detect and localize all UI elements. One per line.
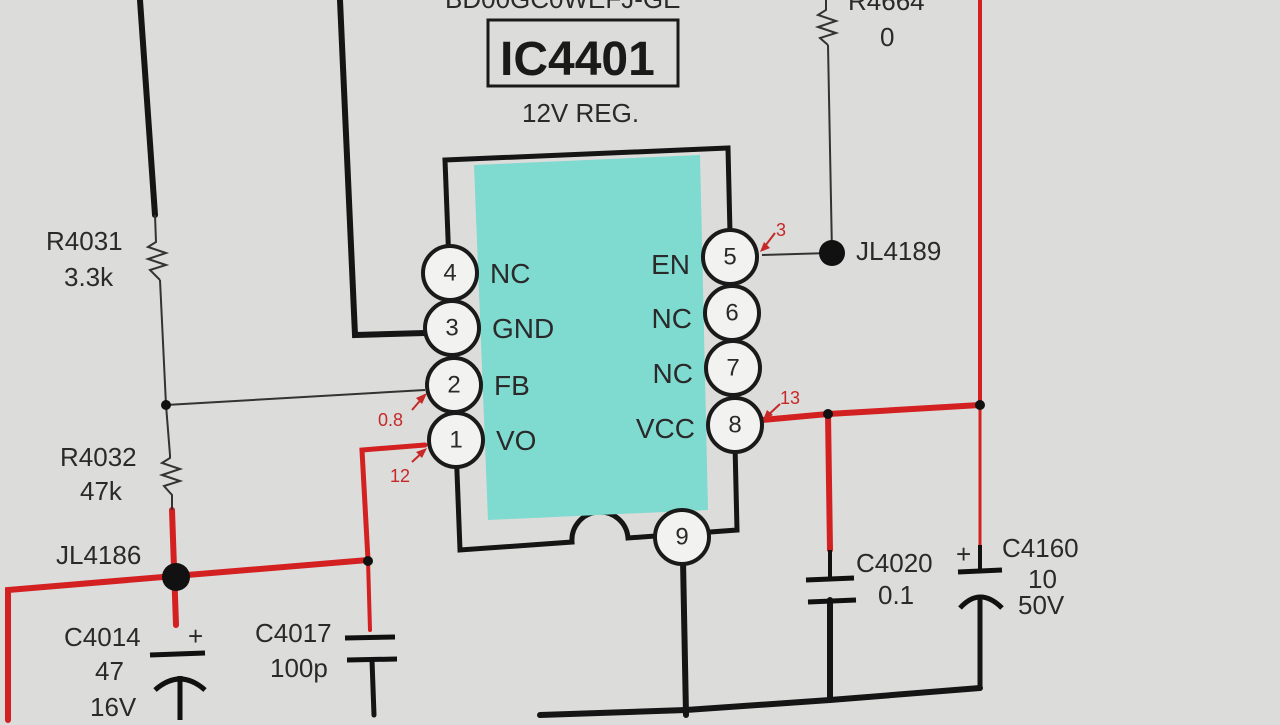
pin-7[interactable]: 7 NC	[653, 339, 762, 397]
ic4401[interactable]: IC4401 BD00GC0WEFJ-GE 12V REG.	[442, 0, 740, 553]
resistor-r4031[interactable]: R4031 3.3k	[46, 214, 170, 292]
junction-dot	[823, 409, 833, 419]
pin-number: 6	[725, 300, 738, 327]
r4664-ref: R4664	[848, 0, 925, 16]
r4031-value: 3.3k	[64, 262, 114, 292]
pin-1[interactable]: 1 VO	[427, 411, 536, 469]
black-wires	[137, 0, 983, 718]
pin-number: 4	[443, 260, 456, 287]
capacitor-c4160[interactable]: + C4160 10 50V	[956, 533, 1079, 620]
voltage-annotations: 3 0.8 12 13	[378, 220, 800, 486]
c4014-value: 47	[95, 656, 124, 686]
r4032-ref: R4032	[60, 442, 137, 472]
resistor-r4664[interactable]: R4664 0	[814, 0, 925, 52]
voltage-pin5: 3	[776, 220, 786, 240]
ic-part-number: BD00GC0WEFJ-GE	[445, 0, 681, 14]
r4664-value: 0	[880, 22, 894, 52]
resistor-r4032[interactable]: R4032 47k	[60, 442, 184, 510]
pin-number: 1	[449, 427, 462, 454]
pin-name: NC	[490, 258, 530, 289]
capacitor-c4017[interactable]: C4017 100p	[255, 618, 398, 683]
junction-dot	[363, 556, 373, 566]
junction-jl4189[interactable]: JL4189	[819, 236, 941, 266]
c4020-ref: C4020	[856, 548, 933, 578]
pin-3[interactable]: 3 GND	[423, 299, 554, 357]
capacitor-c4020[interactable]: C4020 0.1	[805, 548, 933, 610]
c4014-ref: C4014	[64, 622, 141, 652]
pin-number: 3	[445, 315, 458, 342]
pin-name: FB	[494, 370, 530, 401]
voltage-pin2: 0.8	[378, 410, 403, 430]
c4160-plus: +	[956, 539, 971, 569]
pin-5[interactable]: 5 EN	[651, 228, 759, 286]
junction-dot	[161, 400, 171, 410]
pin-name: GND	[492, 313, 554, 344]
ic-description: 12V REG.	[522, 98, 639, 128]
ic-body-highlight	[474, 155, 708, 520]
pin-9[interactable]: 9	[653, 508, 711, 566]
c4160-value: 10	[1028, 564, 1057, 594]
pin-name: NC	[652, 303, 692, 334]
c4014-plus: +	[188, 621, 203, 651]
voltage-pin8: 13	[780, 388, 800, 408]
pin-name: VCC	[636, 413, 695, 444]
c4160-rating: 50V	[1018, 590, 1065, 620]
c4160-ref: C4160	[1002, 533, 1079, 563]
junction-dot	[975, 400, 985, 410]
pin-name: VO	[496, 425, 536, 456]
c4014-rating: 16V	[90, 692, 137, 722]
pin-number: 5	[723, 244, 736, 271]
junction-jl4186[interactable]: JL4186	[56, 540, 190, 591]
pin-number: 2	[447, 372, 460, 399]
voltage-pin1: 12	[390, 466, 410, 486]
r4031-ref: R4031	[46, 226, 123, 256]
pin-name: EN	[651, 249, 690, 280]
capacitor-c4014[interactable]: + C4014 47 16V	[64, 621, 207, 722]
pin-4[interactable]: 4 NC	[421, 244, 530, 302]
pin-number: 9	[675, 524, 688, 551]
c4017-ref: C4017	[255, 618, 332, 648]
r4032-value: 47k	[80, 476, 123, 506]
pin-8[interactable]: 8 VCC	[636, 396, 764, 454]
pin-number: 8	[728, 412, 741, 439]
ic-ref-box	[486, 18, 680, 88]
ic-ref-label: IC4401	[500, 33, 655, 86]
jl4189-label: JL4189	[856, 236, 941, 266]
pin-number: 7	[726, 355, 739, 382]
jl4186-label: JL4186	[56, 540, 141, 570]
ic-pins: 4 NC 3 GND 2 FB 1 VO 5 EN 6 NC	[421, 228, 764, 566]
c4020-value: 0.1	[878, 580, 914, 610]
c4017-value: 100p	[270, 653, 328, 683]
pin-name: NC	[653, 358, 693, 389]
